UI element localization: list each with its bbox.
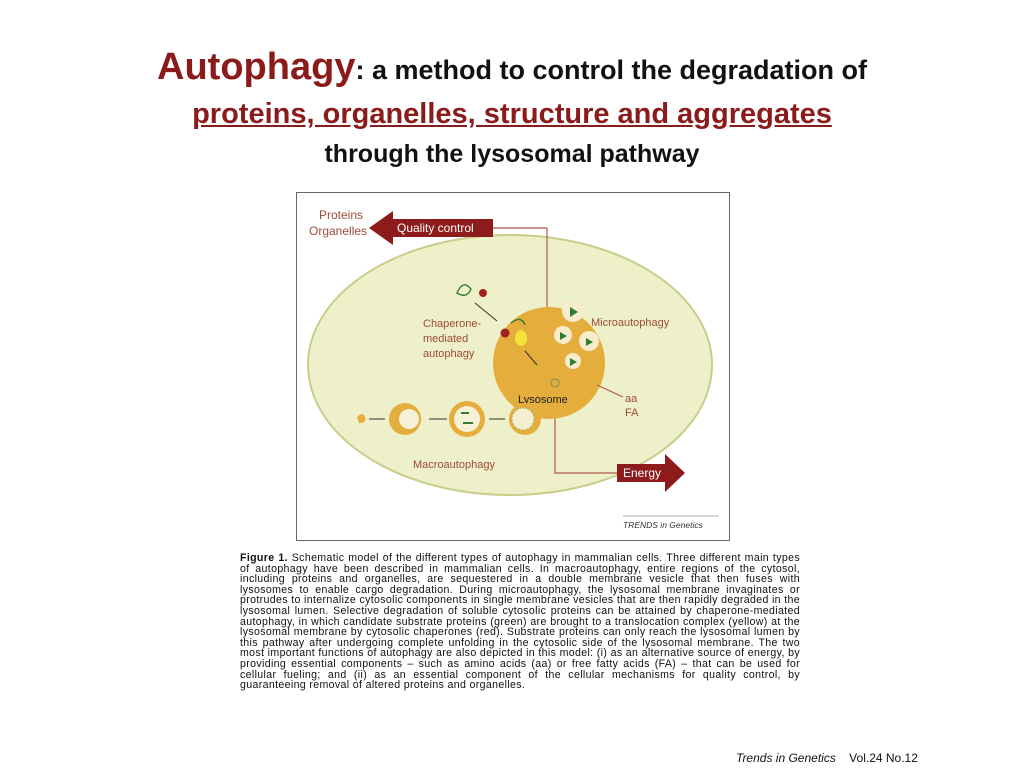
cma-label-1: Chaperone- xyxy=(423,318,481,330)
degraded-cargo xyxy=(550,378,560,388)
quality-control-label: Quality control xyxy=(397,221,474,235)
macroautophagy-label: Macroautophagy xyxy=(413,459,495,471)
autolysosome-inner xyxy=(511,407,535,431)
footer-volume: Vol.24 No.12 xyxy=(849,751,918,765)
cma-label-3: autophagy xyxy=(423,348,475,360)
title-line-2: proteins, organelles, structure and aggr… xyxy=(192,98,832,130)
phagophore-inner xyxy=(399,409,419,429)
title-autophagy: Autophagy xyxy=(157,46,356,88)
title-line-3: through the lysosomal pathway xyxy=(324,140,700,168)
substrate-protein-icon xyxy=(456,284,472,296)
organelles-label: Organelles xyxy=(309,224,367,238)
quality-control-line xyxy=(493,227,548,315)
unfolding-substrate-icon xyxy=(510,318,526,326)
figure-caption: Figure 1. Schematic model of the differe… xyxy=(240,553,800,691)
caption-label: Figure 1. xyxy=(240,552,288,564)
title-line-1: Autophagy: a method to control the degra… xyxy=(0,46,1024,89)
energy-label: Energy xyxy=(623,466,661,480)
title-line-1-rest: : a method to control the degradation of xyxy=(355,55,867,85)
fa-label: FA xyxy=(625,407,639,419)
aa-label: aa xyxy=(625,393,638,405)
caption-text: Schematic model of the different types o… xyxy=(240,552,800,692)
proteins-label: Proteins xyxy=(319,208,363,222)
energy-arrow xyxy=(617,454,685,492)
cma-label-2: mediated xyxy=(423,333,468,345)
micro-cargo-4 xyxy=(570,358,577,366)
micro-cargo-1 xyxy=(570,307,578,317)
autophagy-figure: Quality control Proteins Organelles Ener… xyxy=(296,192,730,541)
macro-cargo-icon xyxy=(357,414,366,423)
chaperone-icon xyxy=(479,289,487,297)
cma-arrow-1 xyxy=(474,302,498,322)
autophagy-diagram: Quality control Proteins Organelles Ener… xyxy=(307,208,719,530)
footer: Trends in Genetics Vol.24 No.12 xyxy=(736,751,918,765)
cma-arrow-2 xyxy=(524,350,538,366)
energy-line xyxy=(554,403,617,474)
lysosome-label: Lysosome xyxy=(518,394,568,406)
micro-cargo-2 xyxy=(560,332,567,340)
autophagosome-inner xyxy=(454,406,480,432)
translocation-complex-icon xyxy=(515,330,527,346)
aa-fa-arrow xyxy=(596,384,624,398)
quality-control-arrow xyxy=(369,211,493,245)
source-label: TRENDS in Genetics xyxy=(623,520,704,530)
footer-journal: Trends in Genetics xyxy=(736,751,836,765)
microautophagy-label: Microautophagy xyxy=(591,317,670,329)
chaperone-bound-icon xyxy=(500,328,510,338)
micro-cargo-3 xyxy=(586,338,593,346)
